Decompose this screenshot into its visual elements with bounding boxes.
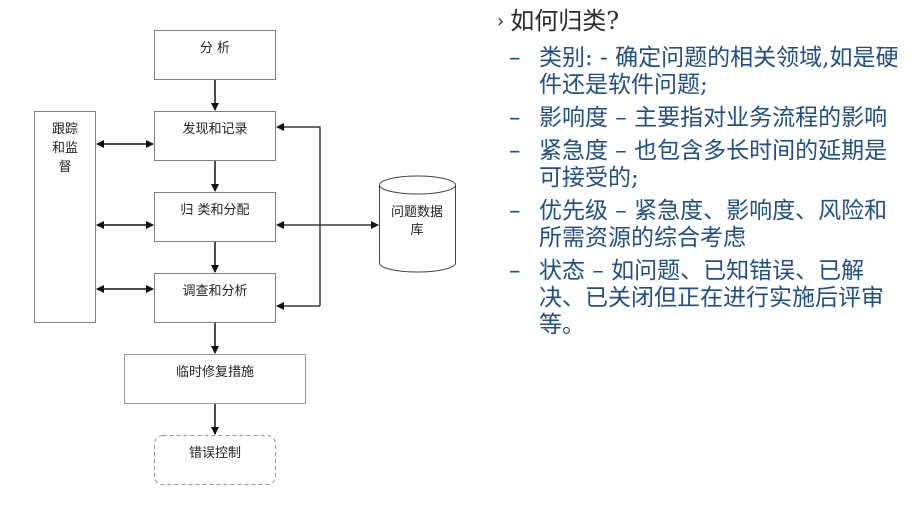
node-temp-fix: 临时修复措施 [124, 354, 306, 404]
node-track-monitor-label-1: 跟踪 [52, 122, 78, 137]
list-item-text: 紧急度 – 也包含多长时间的延期是可接受的; [539, 138, 888, 191]
node-discover-record-label: 发现和记录 [182, 121, 247, 137]
node-analyze: 分 析 [154, 30, 276, 80]
list-item: – 紧急度 – 也包含多长时间的延期是可接受的; [497, 138, 916, 192]
list-item: – 影响度 – 主要指对业务流程的影响 [497, 105, 916, 132]
node-problem-db-label-2: 库 [410, 222, 423, 238]
node-analyze-label: 分 析 [200, 41, 230, 56]
node-classify-assign-label: 归 类和分配 [180, 203, 249, 218]
chevron-right-icon: › [497, 11, 505, 32]
list-item-text: 状态 – 如问题、已知错误、已解决、已关闭但正在进行实施后评审等。 [539, 258, 884, 338]
list-item-text: 类别: - 确定问题的相关领域,如是硬件还是软件问题; [539, 45, 899, 98]
notes-heading-text: 如何归类? [510, 7, 620, 35]
node-investigate-analyze-label: 调查和分析 [182, 284, 247, 299]
notes-list: – 类别: - 确定问题的相关领域,如是硬件还是软件问题; – 影响度 – 主要… [497, 45, 916, 339]
list-item: – 类别: - 确定问题的相关领域,如是硬件还是软件问题; [497, 45, 916, 99]
classification-notes: ›如何归类? – 类别: - 确定问题的相关领域,如是硬件还是软件问题; – 影… [497, 6, 916, 345]
node-track-monitor-label-2: 和监 [52, 141, 78, 156]
node-discover-record: 发现和记录 [154, 111, 276, 161]
list-item: – 状态 – 如问题、已知错误、已解决、已关闭但正在进行实施后评审等。 [497, 258, 916, 339]
list-item-text: 优先级 – 紧急度、影响度、风险和所需资源的综合考虑 [539, 198, 888, 251]
dash-bullet-icon: – [509, 45, 521, 71]
dash-bullet-icon: – [509, 138, 521, 164]
node-classify-assign: 归 类和分配 [154, 192, 276, 242]
dash-bullet-icon: – [509, 198, 521, 224]
node-error-control-label: 错误控制 [189, 446, 241, 461]
monitor-arrows [96, 140, 154, 293]
dash-bullet-icon: – [509, 105, 521, 131]
problem-management-flowchart: 分 析 发现和记录 归 类和分配 调查和分析 临时修复措施 错误控制 跟踪 和监… [34, 30, 456, 485]
node-error-control: 错误控制 [154, 435, 276, 485]
node-track-monitor-label-3: 督 [58, 160, 71, 175]
node-track-monitor: 跟踪 和监 督 [34, 111, 96, 323]
feedback-arrows [276, 123, 379, 310]
node-problem-db-label-1: 问题数据 [391, 205, 443, 220]
list-item: – 优先级 – 紧急度、影响度、风险和所需资源的综合考虑 [497, 198, 916, 252]
node-problem-db: 问题数据 库 [379, 175, 456, 273]
dash-bullet-icon: – [509, 258, 521, 284]
list-item-text: 影响度 – 主要指对业务流程的影响 [539, 105, 888, 131]
node-investigate-analyze: 调查和分析 [154, 273, 276, 323]
arrow-feedback-to-discover [276, 123, 321, 306]
node-temp-fix-label: 临时修复措施 [176, 365, 254, 380]
notes-heading: ›如何归类? [497, 6, 916, 39]
